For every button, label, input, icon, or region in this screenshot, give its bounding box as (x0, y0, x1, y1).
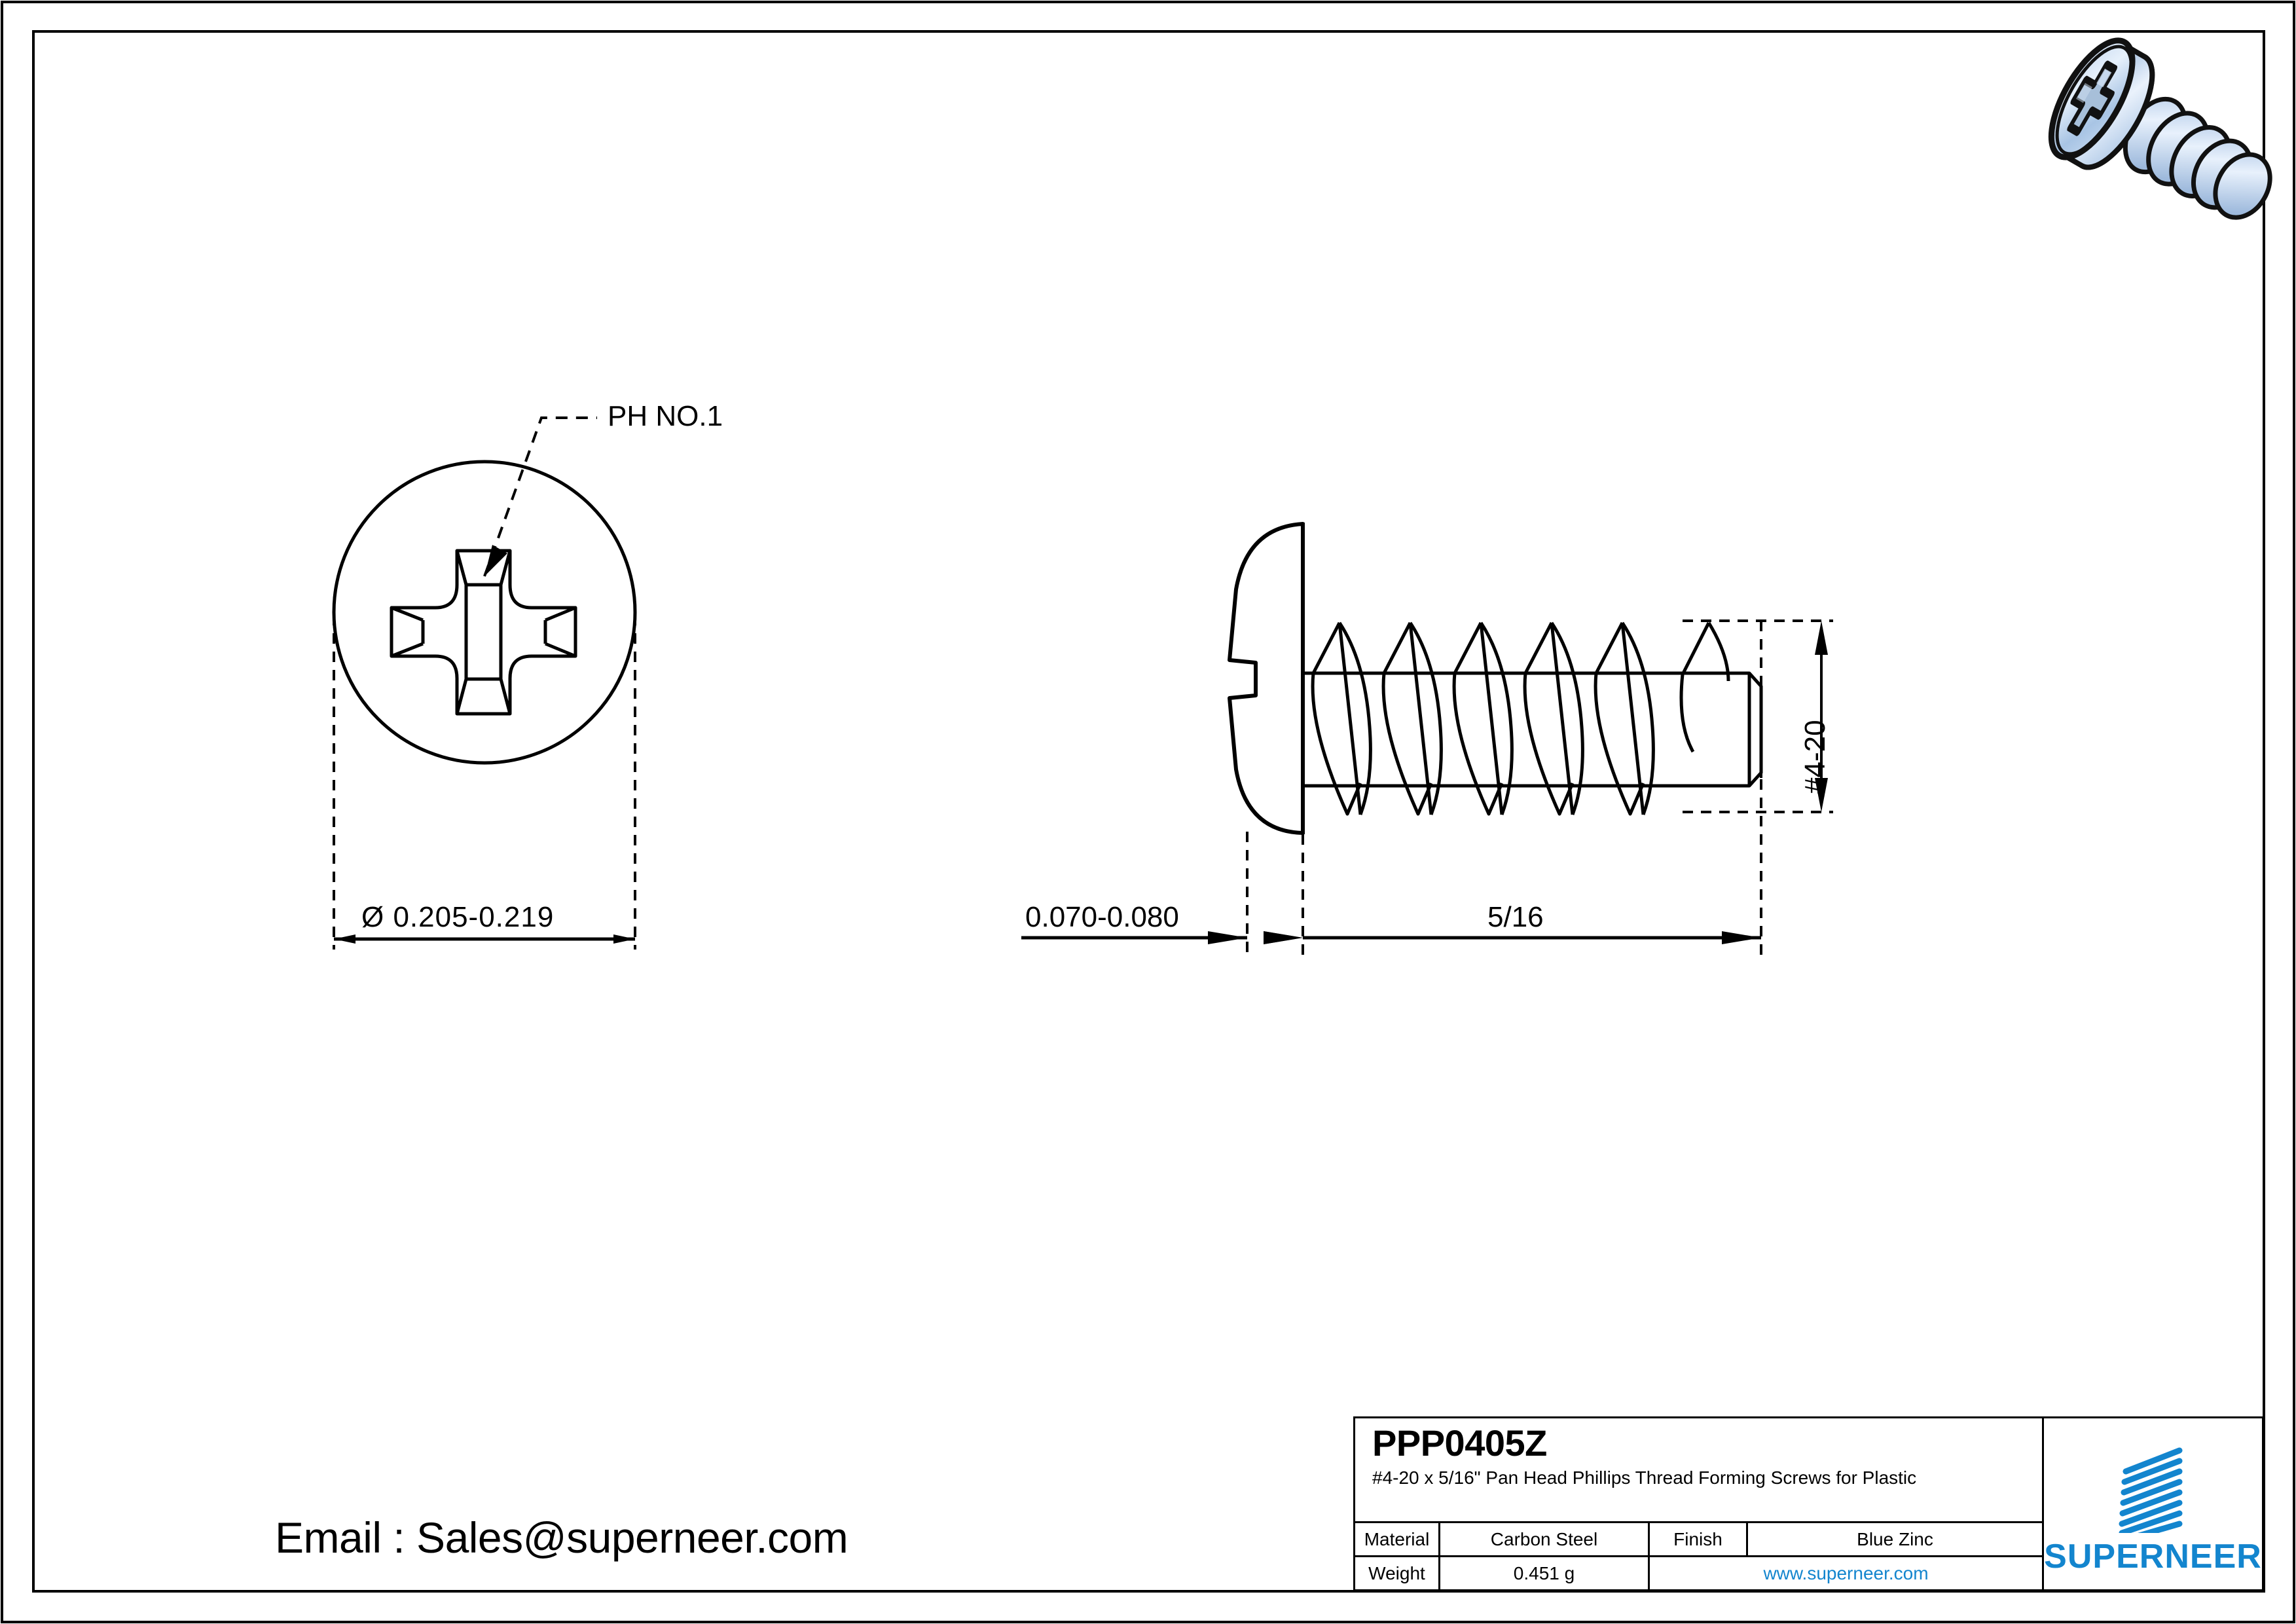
part-code: PPP0405Z (1372, 1422, 1547, 1464)
title-block-header: PPP0405Z #4-20 x 5/16" Pan Head Phillips… (1355, 1418, 2042, 1523)
part-description: #4-20 x 5/16" Pan Head Phillips Thread F… (1372, 1467, 1917, 1488)
title-block-row-material: Material Carbon Steel Finish Blue Zinc (1355, 1523, 2042, 1557)
head-end-view (332, 416, 637, 950)
title-block: PPP0405Z #4-20 x 5/16" Pan Head Phillips… (1353, 1416, 2264, 1591)
leader-arrowhead (484, 545, 507, 576)
drawing-frame (32, 30, 2265, 1593)
pan-head-profile (1228, 522, 1305, 835)
title-block-row-weight: Weight 0.451 g www.superneer.com (1355, 1557, 2042, 1589)
phillips-recess (390, 549, 577, 716)
finish-label: Finish (1650, 1523, 1748, 1555)
finish-value: Blue Zinc (1857, 1528, 1933, 1549)
diameter-dimension-label: Ø 0.205-0.219 (361, 901, 555, 933)
tip-construction-lines (1683, 619, 1833, 813)
diameter-dimension (333, 615, 636, 950)
email-line: Email : Sales@superneer.com (275, 1513, 848, 1562)
isometric-screw-render (2048, 37, 2272, 220)
ph-callout-leader (483, 416, 597, 577)
thread-size-dimension (1815, 621, 1828, 812)
screw-tip (1696, 671, 1763, 788)
superneer-logo-icon (2119, 1447, 2182, 1533)
material-label: Material (1355, 1523, 1440, 1555)
thread-size-dimension-label: #4-20 (1799, 720, 1831, 794)
brand-name: SUPERNEER (2044, 1537, 2262, 1576)
title-block-left: PPP0405Z #4-20 x 5/16" Pan Head Phillips… (1355, 1418, 2044, 1589)
ph-callout-label: PH NO.1 (608, 400, 723, 432)
material-value: Carbon Steel (1440, 1523, 1650, 1555)
head-outline-circle (332, 460, 637, 765)
brand-logo-cell: SUPERNEER (2044, 1418, 2262, 1589)
length-dimension (1303, 779, 1762, 956)
side-profile-view (1021, 522, 1833, 956)
head-height-dimension-label: 0.070-0.080 (1025, 901, 1179, 933)
length-dimension-label: 5/16 (1487, 901, 1544, 933)
weight-label: Weight (1355, 1557, 1440, 1589)
weight-value: 0.451 g (1440, 1557, 1650, 1589)
thread-profile (1311, 621, 1730, 816)
head-height-dimension (1021, 832, 1304, 956)
website-url[interactable]: www.superneer.com (1763, 1562, 1929, 1583)
